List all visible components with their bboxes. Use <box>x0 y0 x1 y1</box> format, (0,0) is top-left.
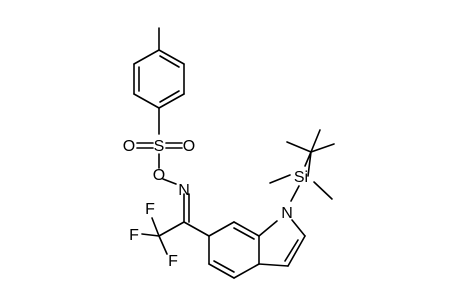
bond-ring-3 <box>158 93 185 109</box>
atom-oxygen-sulfonyl-right: O <box>183 138 195 155</box>
bond-ring-4 <box>133 93 160 109</box>
bonds <box>133 27 335 279</box>
atom-oxygen-sulfonyl-left: O <box>123 138 135 155</box>
bond-ring-1 <box>158 49 185 65</box>
atom-fluorine-left: F <box>129 227 139 244</box>
bond-benzo-4 <box>233 263 260 279</box>
bond-tbu-2 <box>310 143 335 153</box>
bond-cf-left <box>141 233 160 237</box>
bond-ring-inner-1 <box>159 55 180 68</box>
bond-pyrrole-1 <box>258 220 278 237</box>
bond-tbu-3 <box>307 151 312 177</box>
atom-silicon: Si <box>294 169 308 186</box>
bond-tbu-1 <box>286 141 312 153</box>
atom-nitrogen-oxime: N <box>178 182 190 199</box>
bond-benzo-inner-1 <box>233 227 255 240</box>
bond-benzo-inner-2 <box>213 260 235 273</box>
bond-cf-top <box>151 217 160 237</box>
bond-pyrrole-2 <box>291 219 306 237</box>
bond-n-si <box>290 185 300 202</box>
bond-pyrrole-3 <box>287 235 306 267</box>
bond-cf-bottom <box>158 235 168 255</box>
bond-benzo-2 <box>233 221 260 237</box>
bond-pyrrole-4 <box>258 263 289 267</box>
bond-o-n <box>162 178 177 185</box>
bond-ring-6 <box>133 49 160 65</box>
bond-si-methyl-right <box>313 181 333 200</box>
bond-ring-inner-2 <box>159 90 180 103</box>
bond-benzo-1 <box>208 221 235 237</box>
bond-c-cf3 <box>158 221 185 237</box>
bond-benzo-5 <box>208 263 235 279</box>
bond-tbu-4 <box>310 129 321 153</box>
atom-fluorine-top: F <box>145 201 155 218</box>
atom-labels: S O O O N F F F N Si <box>123 138 308 270</box>
bond-si-methyl-left <box>269 174 291 184</box>
bond-c-indole <box>183 221 210 237</box>
bond-pyrrole-inner <box>284 239 299 262</box>
atom-fluorine-bottom: F <box>168 253 178 270</box>
atom-nitrogen-indole: N <box>281 205 293 222</box>
atom-oxygen-ester: O <box>153 167 165 184</box>
atom-sulfur: S <box>154 138 165 155</box>
